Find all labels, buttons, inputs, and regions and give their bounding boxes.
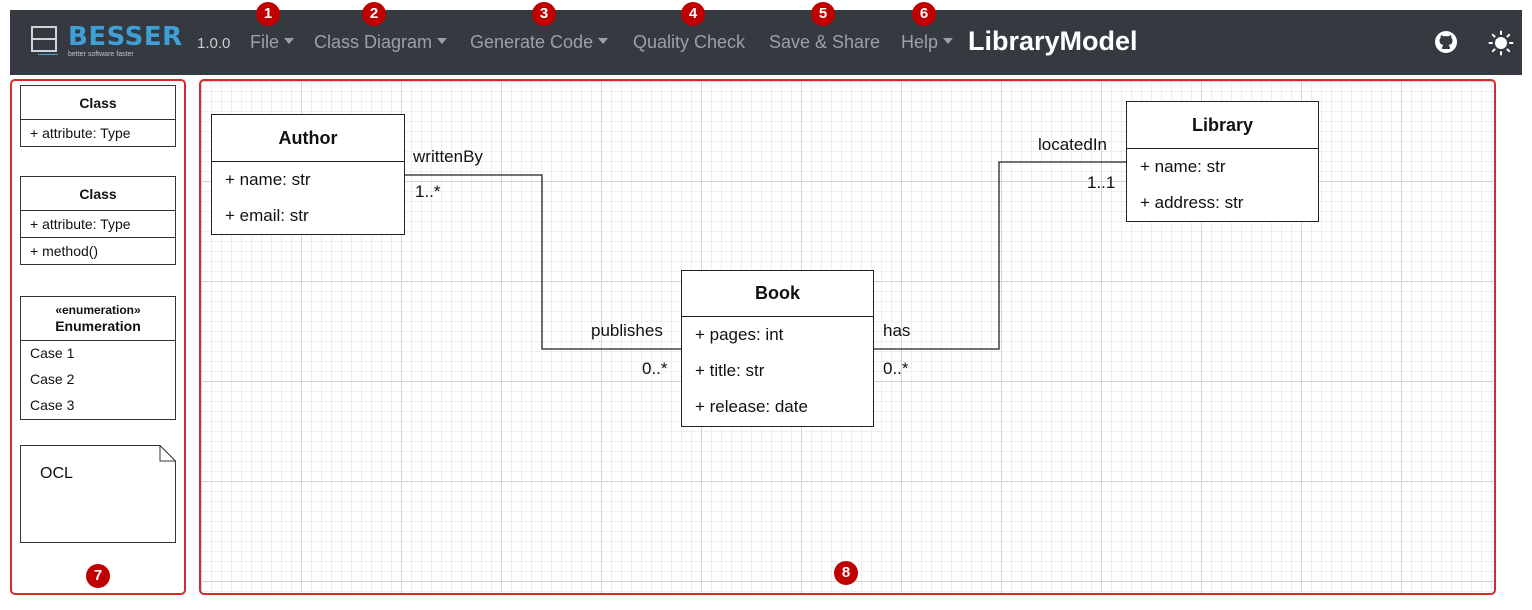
menu-help[interactable]: Help <box>901 32 954 53</box>
class-attribute[interactable]: + release: date <box>695 397 808 416</box>
class-library[interactable]: Library + name: str + address: str <box>1126 101 1319 222</box>
class-attribute[interactable]: + pages: int <box>695 325 784 344</box>
menu-generate-code-label: Generate Code <box>470 32 594 52</box>
class-name: Author <box>212 115 404 162</box>
palette-enum-name: Enumeration <box>21 317 175 341</box>
annotation-badge: 5 <box>811 2 835 26</box>
class-attribute[interactable]: + name: str <box>225 170 311 189</box>
menu-help-label: Help <box>901 32 939 52</box>
caret-down-icon <box>943 38 954 45</box>
diagram-canvas[interactable]: Author + name: str + email: str Book + p… <box>199 79 1496 595</box>
class-author[interactable]: Author + name: str + email: str <box>211 114 405 235</box>
annotation-badge: 3 <box>532 2 556 26</box>
class-name: Library <box>1127 102 1318 149</box>
class-attribute[interactable]: + name: str <box>1140 157 1226 176</box>
class-attribute[interactable]: + title: str <box>695 361 765 380</box>
palette-class-attribute: + attribute: Type <box>30 125 131 141</box>
multiplicity-label[interactable]: 0..* <box>883 359 909 378</box>
palette-class-method: + method() <box>21 237 175 264</box>
multiplicity-label[interactable]: 1..* <box>415 182 441 201</box>
annotation-badge: 2 <box>362 2 386 26</box>
class-attribute[interactable]: + address: str <box>1140 193 1244 212</box>
annotation-badge: 7 <box>86 564 110 588</box>
logo-mark-icon <box>31 26 58 55</box>
theme-toggle-sun-icon[interactable] <box>1488 30 1514 56</box>
role-label-has[interactable]: has <box>883 321 911 340</box>
menu-file-label: File <box>250 32 280 52</box>
menu-class-diagram[interactable]: Class Diagram <box>314 32 448 53</box>
caret-down-icon <box>598 38 609 45</box>
menu-file[interactable]: File <box>250 32 295 53</box>
menu-save-share[interactable]: Save & Share <box>769 32 880 53</box>
association-author-book <box>404 174 681 350</box>
top-navbar: BESSER better software faster 1.0.0 File… <box>10 10 1522 75</box>
association-book-library <box>872 161 1126 350</box>
palette-class-simple[interactable]: Class + attribute: Type <box>20 85 176 147</box>
palette-ocl-note[interactable] <box>20 445 176 543</box>
multiplicity-label[interactable]: 0..* <box>642 359 668 378</box>
annotation-badge: 4 <box>681 2 705 26</box>
annotation-badge: 6 <box>912 2 936 26</box>
palette-ocl-label: OCL <box>40 465 73 482</box>
palette-class-name: Class <box>21 177 175 211</box>
caret-down-icon <box>284 38 295 45</box>
annotation-badge: 1 <box>256 2 280 26</box>
caret-down-icon <box>437 38 448 45</box>
version-label: 1.0.0 <box>197 35 231 52</box>
element-palette: Class + attribute: Type Class + attribut… <box>10 79 186 595</box>
palette-class-with-method[interactable]: Class + attribute: Type + method() <box>20 176 176 265</box>
logo-tagline: better software faster <box>68 51 134 58</box>
association-lines <box>404 161 1126 350</box>
role-label-writtenby[interactable]: writtenBy <box>413 147 483 166</box>
menu-save-share-label: Save & Share <box>769 32 881 52</box>
menu-generate-code[interactable]: Generate Code <box>470 32 609 53</box>
github-icon[interactable] <box>1434 30 1458 54</box>
palette-enum-case: Case 1 <box>30 345 75 361</box>
palette-class-name: Class <box>21 86 175 120</box>
class-attribute[interactable]: + email: str <box>225 206 309 225</box>
besser-logo[interactable]: BESSER better software faster <box>30 22 190 62</box>
palette-enumeration[interactable]: «enumeration» Enumeration Case 1 Case 2 … <box>20 296 176 420</box>
role-label-locatedin[interactable]: locatedIn <box>1038 135 1107 154</box>
logo-text: BESSER <box>68 22 183 52</box>
palette-enum-case: Case 3 <box>30 397 75 413</box>
menu-quality-check-label: Quality Check <box>633 32 746 52</box>
multiplicity-label[interactable]: 1..1 <box>1087 173 1116 192</box>
model-title[interactable]: LibraryModel <box>968 26 1138 56</box>
palette-enum-stereotype: «enumeration» <box>55 303 141 317</box>
menu-class-diagram-label: Class Diagram <box>314 32 433 52</box>
annotation-badge: 8 <box>834 561 858 585</box>
class-book[interactable]: Book + pages: int + title: str + release… <box>681 270 874 427</box>
role-label-publishes[interactable]: publishes <box>591 321 663 340</box>
class-name: Book <box>682 271 873 317</box>
palette-enum-case: Case 2 <box>30 371 75 387</box>
palette-class-attribute: + attribute: Type <box>30 216 131 232</box>
menu-quality-check[interactable]: Quality Check <box>633 32 745 53</box>
